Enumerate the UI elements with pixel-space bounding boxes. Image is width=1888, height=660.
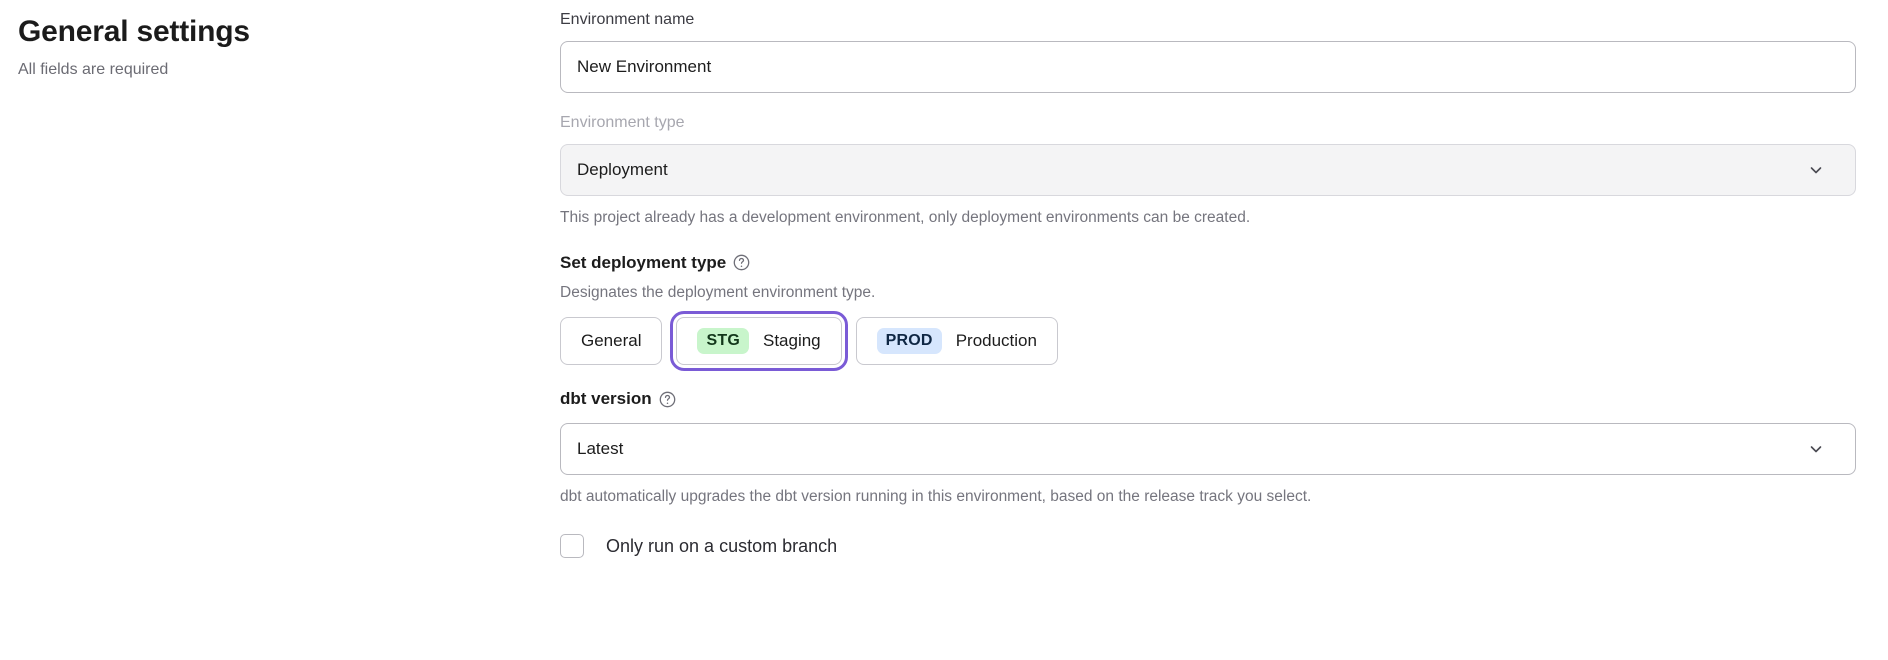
custom-branch-label[interactable]: Only run on a custom branch bbox=[606, 535, 838, 556]
page-subtitle: All fields are required bbox=[18, 61, 169, 78]
question-circle-icon[interactable] bbox=[659, 391, 676, 408]
environment-type-help-text: This project already has a development e… bbox=[560, 208, 1251, 226]
custom-branch-checkbox[interactable] bbox=[560, 534, 584, 559]
page-title: General settings bbox=[18, 15, 250, 48]
deployment-type-label: Set deployment type bbox=[560, 252, 727, 272]
environment-type-label: Environment type bbox=[560, 113, 685, 131]
chevron-down-icon bbox=[1809, 442, 1823, 456]
deployment-option-general-label: General bbox=[581, 331, 642, 351]
environment-type-field-group: Environment type Deployment This project… bbox=[560, 113, 1856, 229]
chevron-down-icon bbox=[1809, 163, 1823, 177]
deployment-type-options: General STG Staging PROD Production bbox=[560, 311, 1856, 372]
deployment-option-general[interactable]: General bbox=[560, 317, 663, 366]
deployment-type-description: Designates the deployment environment ty… bbox=[560, 283, 876, 301]
environment-name-field-group: Environment name New Environment bbox=[560, 10, 1856, 93]
environment-type-select[interactable]: Deployment bbox=[560, 143, 1856, 196]
dbt-version-field-group: dbt version Latest dbt automatically upg… bbox=[560, 389, 1856, 508]
environment-name-label: Environment name bbox=[560, 11, 695, 28]
deployment-option-staging[interactable]: STG Staging bbox=[670, 311, 848, 372]
deployment-option-production-label: Production bbox=[955, 331, 1037, 351]
staging-badge: STG bbox=[697, 328, 749, 355]
dbt-version-heading: dbt version bbox=[560, 389, 1856, 409]
environment-name-input[interactable]: New Environment bbox=[560, 40, 1856, 93]
environment-type-value: Deployment bbox=[577, 159, 668, 179]
environment-name-value: New Environment bbox=[577, 56, 712, 76]
question-circle-icon[interactable] bbox=[733, 254, 750, 271]
dbt-version-label: dbt version bbox=[560, 389, 652, 409]
dbt-version-value: Latest bbox=[577, 439, 624, 459]
settings-header: General settings All fields are required bbox=[18, 14, 498, 81]
custom-branch-row: Only run on a custom branch bbox=[560, 534, 1856, 559]
deployment-option-production[interactable]: PROD Production bbox=[855, 317, 1058, 366]
general-settings-form: Environment name New Environment Environ… bbox=[560, 10, 1856, 559]
dbt-version-select[interactable]: Latest bbox=[560, 423, 1856, 476]
deployment-type-heading: Set deployment type bbox=[560, 253, 1856, 273]
dbt-version-help-text: dbt automatically upgrades the dbt versi… bbox=[560, 488, 1312, 506]
deployment-option-staging-label: Staging bbox=[762, 331, 821, 351]
production-badge: PROD bbox=[876, 328, 942, 355]
deployment-type-field-group: Set deployment type Designates the deplo… bbox=[560, 253, 1856, 372]
